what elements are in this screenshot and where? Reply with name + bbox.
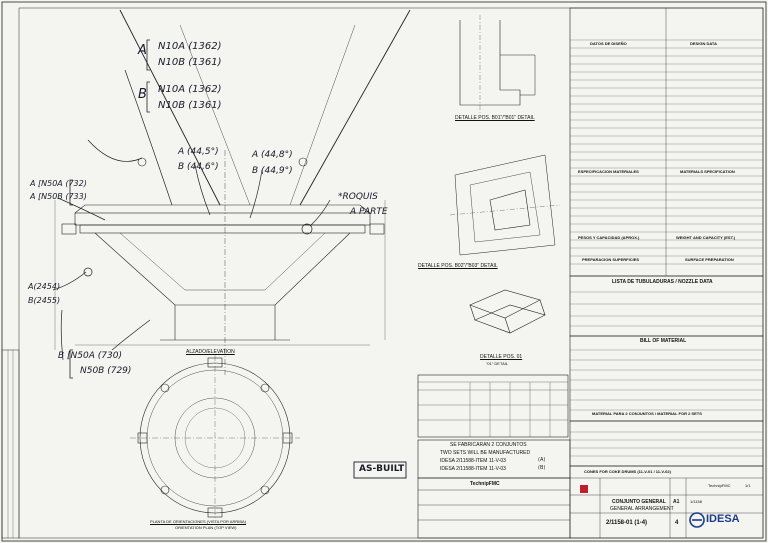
title-conjunto: CONJUNTO GENERAL: [612, 499, 666, 505]
bom-header: BILL OF MATERIAL: [640, 338, 687, 344]
weight-es: PESOS Y CAPACIDAD (APROX.): [578, 235, 640, 240]
hand-n10b-1361-b: N10B (1361): [158, 100, 222, 111]
idesa-wordmark: IDESA: [706, 513, 740, 525]
hand-a-parte: A PARTE: [350, 207, 388, 217]
plan-view-label-en: ORIENTATION PLAN (TOP VIEW): [175, 525, 237, 530]
note-line-4-mark: (B): [538, 465, 546, 471]
technipfmc-logo-icon: [580, 485, 588, 493]
title-size: A1: [673, 499, 680, 505]
as-built-stamp: AS-BUILT: [359, 464, 405, 474]
hand-n50b-733: A [N50B (733): [30, 192, 87, 201]
hand-b-44-9: B (44,9°): [252, 166, 293, 176]
note-line-4: IDESA 2/11588-ITEM 11-V-03: [440, 466, 506, 472]
note-line-1: SE FABRICARAN 2 CONJUNTOS: [450, 442, 527, 448]
detail-bottom-label-en: "01" DETAIL: [486, 361, 509, 366]
material-for-sets: MATERIAL PARA 2 CONJUNTOS / MATERIAL FOR…: [592, 411, 702, 416]
design-data-en: DESIGN DATA: [690, 41, 717, 46]
hand-a-2454: A(2454): [28, 282, 61, 291]
hand-a-44-5: A (44,5°): [178, 147, 219, 157]
note-line-2: TWO SETS WILL BE MANUFACTURED: [440, 450, 531, 456]
elevation-view-label: ALZADO/ELEVATION: [186, 349, 235, 355]
nozzle-data-header: LISTA DE TUBULADURAS / NOZZLE DATA: [612, 279, 713, 285]
hand-n10a-1362: N10A (1362): [158, 41, 222, 52]
hand-label-a: A: [138, 43, 147, 58]
drawing-number: 2/1158-01 (1-4): [606, 520, 648, 526]
note-line-3: IDESA 2/11588-ITEM 11-V-03: [440, 458, 506, 464]
revision: 4: [675, 520, 679, 526]
material-spec-es: ESPECIFICACION MATERIALES: [578, 169, 639, 174]
idesa-logo-icon: [689, 512, 705, 528]
hand-b-44-6: B (44,6°): [178, 162, 219, 172]
hand-a-44-8: A (44,8°): [252, 150, 293, 160]
detail-bottom-label: DETALLE POS. 01: [480, 354, 523, 360]
hand-label-b: B: [138, 87, 147, 102]
hand-n10a-1362-b: N10A (1362): [158, 84, 222, 95]
material-spec-en: MATERIALS SPECIFICATION: [680, 169, 735, 174]
detail-mid-label: DETALLE POS. B02"/"B03" DETAIL: [418, 263, 498, 269]
detail-top-label: DETALLE POS. B01"/"B01" DETAIL: [455, 115, 535, 121]
title-block-line1: CONES FOR COKE DRUMS (11-V-01 / 11-V-02): [584, 469, 671, 474]
client-name: TechnipFMC: [470, 481, 500, 487]
surface-en: SURFACE PREPARATION: [685, 257, 734, 262]
title-scale: 1/1158: [690, 499, 702, 504]
sheet-number: 1/1: [745, 483, 751, 488]
note-line-3-mark: (A): [538, 457, 546, 463]
hand-n50a-732: A [N50A (732): [30, 179, 87, 188]
client-name-small: TechnipFMC: [708, 483, 731, 488]
hand-n10b-1361: N10B (1361): [158, 57, 222, 68]
hand-n50a-730: B [N50A (730): [58, 351, 122, 361]
design-data-es: DATOS DE DISEÑO: [590, 41, 627, 46]
weight-en: WEIGHT AND CAPACITY (EST.): [676, 235, 736, 240]
title-general: GENERAL ARRANGEMENT: [610, 506, 674, 512]
hand-n50b-729: N50B (729): [80, 366, 132, 376]
plan-view-label: PLANTA DE ORIENTACIONES (VISTA POR ARRIB…: [150, 519, 247, 524]
surface-es: PREPARACION SUPERFICIES: [582, 257, 640, 262]
hand-roquis: *ROQUIS: [338, 192, 378, 202]
hand-b-2455: B(2455): [28, 296, 61, 305]
